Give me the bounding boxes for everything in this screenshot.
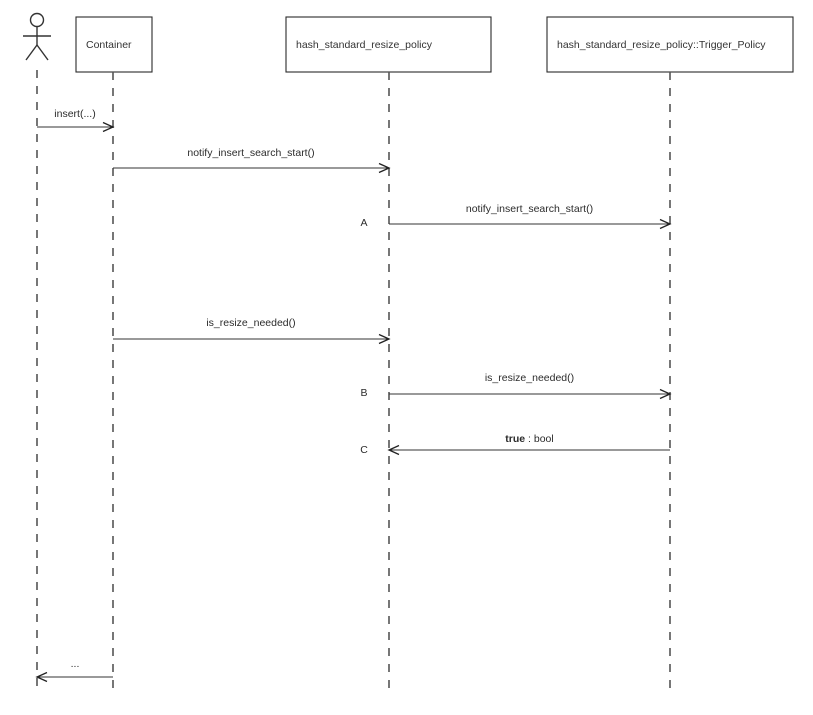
sequence-tag-c: C <box>360 444 368 456</box>
message-label: notify_insert_search_start() <box>187 147 314 159</box>
participant-label-policy: hash_standard_resize_policy <box>296 39 433 51</box>
message-m7[interactable]: ... <box>35 658 113 683</box>
participant-box-trigger[interactable] <box>546 16 794 73</box>
message-m2[interactable]: notify_insert_search_start() <box>113 147 391 174</box>
message-m4[interactable]: is_resize_needed() <box>113 317 391 345</box>
message-arrowhead-icon <box>659 218 672 230</box>
message-label: insert(...) <box>54 108 95 120</box>
message-label: ... <box>71 658 80 670</box>
sequence-tag-b: B <box>360 387 367 399</box>
message-group: insert(...)notify_insert_search_start()n… <box>35 108 672 683</box>
participant-label-trigger: hash_standard_resize_policy::Trigger_Pol… <box>557 39 766 51</box>
actor-head-icon <box>29 12 45 28</box>
actor-left-leg-line <box>25 44 38 61</box>
message-m3[interactable]: notify_insert_search_start() <box>389 203 672 230</box>
message-label: true : bool <box>505 433 553 445</box>
message-label: is_resize_needed() <box>485 372 574 384</box>
message-m5[interactable]: is_resize_needed() <box>389 372 672 400</box>
message-label: notify_insert_search_start() <box>466 203 593 215</box>
lifeline-group <box>36 70 671 692</box>
actor-stick-figure <box>23 12 51 61</box>
participant-label-container: Container <box>86 39 132 51</box>
sequence-tag-a: A <box>360 217 367 229</box>
message-arrowhead-icon <box>659 388 672 400</box>
message-arrowhead-icon <box>378 162 391 174</box>
message-arrowhead-icon <box>102 121 115 133</box>
message-arrowhead-icon <box>387 444 400 456</box>
message-m6[interactable]: true : bool <box>387 433 670 456</box>
participant-box-policy[interactable] <box>285 16 492 73</box>
participant-box-container[interactable] <box>75 16 153 73</box>
sequence-tag-group: A B C <box>360 217 368 456</box>
participant-box-group: Container hash_standard_resize_policy hash… <box>75 16 794 73</box>
actor-right-leg-line <box>36 44 49 61</box>
message-arrowhead-icon <box>35 671 48 683</box>
message-arrowhead-icon <box>378 333 391 345</box>
message-label: is_resize_needed() <box>206 317 295 329</box>
message-m1[interactable]: insert(...) <box>37 108 115 133</box>
